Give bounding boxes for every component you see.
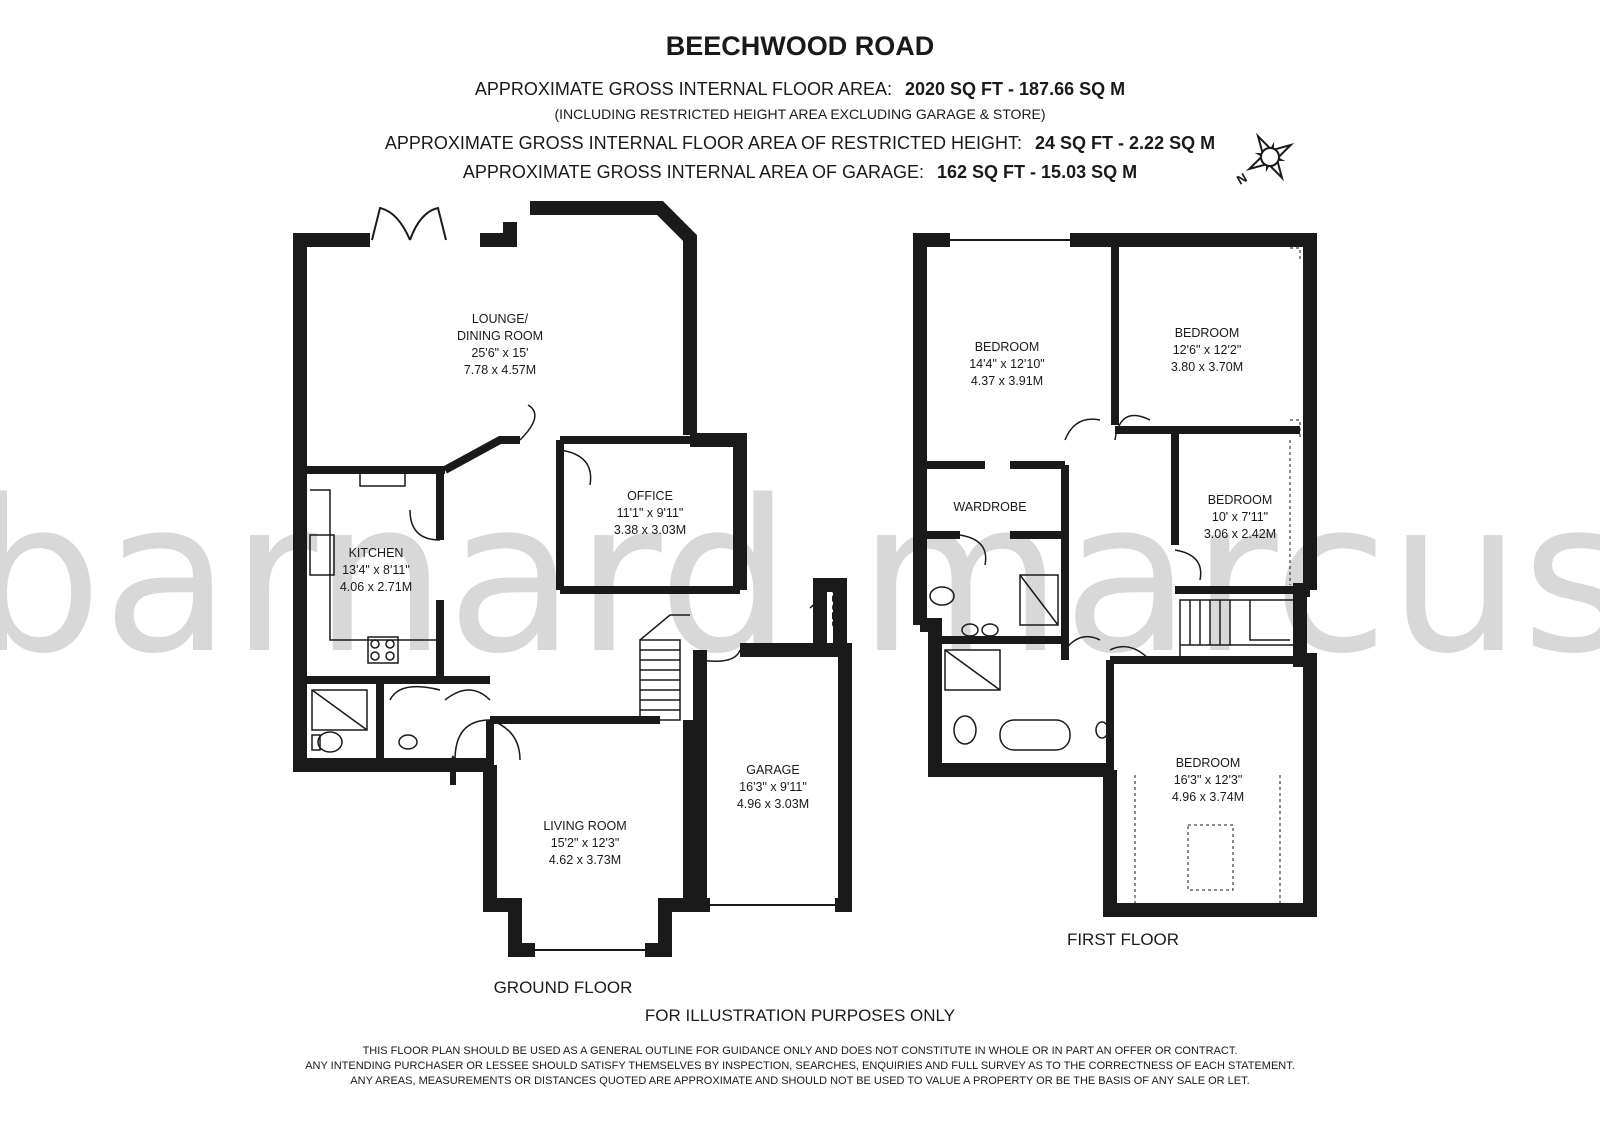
first-floor-stairs <box>1179 599 1296 661</box>
room-label-bedroom-1: BEDROOM <box>975 340 1040 354</box>
room-dims-lounge-metric: 7.78 x 4.57M <box>464 363 536 377</box>
garage-side-door <box>699 649 741 662</box>
illustration-note: FOR ILLUSTRATION PURPOSES ONLY <box>645 1006 955 1025</box>
room-label-living-room: LIVING ROOM <box>543 819 626 833</box>
plan-title: BEECHWOOD ROAD <box>666 31 935 61</box>
hall-walls <box>440 466 660 724</box>
lounge-windows <box>299 207 691 430</box>
garage-area-value: 162 SQ FT - 15.03 SQ M <box>937 162 1137 182</box>
office-door <box>559 449 592 486</box>
living-room-walls <box>483 720 697 957</box>
ground-stairs <box>639 614 690 721</box>
first-floor-windows <box>919 239 1311 850</box>
front-door-arrow-icon <box>444 755 462 785</box>
living-room-bay-window <box>514 915 666 951</box>
ground-floor-plan <box>293 201 852 957</box>
room-label-office: OFFICE <box>627 489 673 503</box>
room-dims-living-room-metric: 4.62 x 3.73M <box>549 853 621 867</box>
lounge-french-doors <box>371 206 447 241</box>
disclaimer-line-3: ANY AREAS, MEASUREMENTS OR DISTANCES QUO… <box>350 1075 1249 1087</box>
room-label-garage: GARAGE <box>746 763 800 777</box>
disclaimer-line-1: THIS FLOOR PLAN SHOULD BE USED AS A GENE… <box>363 1045 1238 1057</box>
room-label-kitchen: KITCHEN <box>349 546 404 560</box>
room-dims-garage-imperial: 16'3" x 9'11" <box>739 780 807 794</box>
room-label-lounge-2: DINING ROOM <box>457 329 543 343</box>
room-dims-bedroom-2-metric: 3.80 x 3.70M <box>1171 360 1243 374</box>
total-area-line: APPROXIMATE GROSS INTERNAL FLOOR AREA: 2… <box>475 79 1125 99</box>
restricted-area-value: 24 SQ FT - 2.22 SQ M <box>1035 133 1215 153</box>
restricted-height-lines <box>1134 247 1301 905</box>
hall-doors <box>444 689 521 761</box>
kitchen-walls <box>293 470 490 772</box>
lounge-door <box>519 404 536 441</box>
total-area-label: APPROXIMATE GROSS INTERNAL FLOOR AREA: <box>475 79 892 99</box>
room-dims-living-room-imperial: 15'2" x 12'3" <box>551 836 620 850</box>
room-dims-lounge-imperial: 25'6" x 15' <box>471 346 528 360</box>
office-walls <box>556 440 740 594</box>
restricted-area-label: APPROXIMATE GROSS INTERNAL FLOOR AREA OF… <box>385 133 1022 153</box>
compass-north-label: N <box>1234 170 1250 188</box>
ground-bathroom-fixtures <box>311 685 441 753</box>
first-floor-bathroom-fixtures <box>929 574 1109 751</box>
garage-walls <box>693 578 852 912</box>
room-dims-bedroom-2-imperial: 12'6" x 12'2" <box>1173 343 1242 357</box>
lounge-inner-walls <box>300 436 690 474</box>
room-dims-bedroom-1-imperial: 14'4" x 12'10" <box>969 357 1045 371</box>
kitchen-fixtures <box>309 471 441 664</box>
kitchen-inner-walls <box>300 470 444 765</box>
ground-floor-label: GROUND FLOOR <box>494 978 633 997</box>
room-dims-garage-metric: 4.96 x 3.03M <box>737 797 809 811</box>
room-label-wardrobe: WARDROBE <box>953 500 1026 514</box>
room-dims-bedroom-3-metric: 3.06 x 2.42M <box>1204 527 1276 541</box>
garage-area-line: APPROXIMATE GROSS INTERNAL AREA OF GARAG… <box>463 162 1137 182</box>
room-dims-kitchen-metric: 4.06 x 2.71M <box>340 580 412 594</box>
first-floor-doors <box>959 414 1202 661</box>
compass-icon: N <box>1234 132 1295 188</box>
total-area-value: 2020 SQ FT - 187.66 SQ M <box>905 79 1125 99</box>
first-floor-label: FIRST FLOOR <box>1067 930 1179 949</box>
watermark: barnard marcus <box>0 455 1600 700</box>
disclaimer-line-2: ANY INTENDING PURCHASER OR LESSEE SHOULD… <box>305 1060 1295 1072</box>
room-dims-bedroom-1-metric: 4.37 x 3.91M <box>971 374 1043 388</box>
room-dims-bedroom-3-imperial: 10' x 7'11" <box>1212 510 1268 524</box>
first-floor-room-labels: BEDROOM 14'4" x 12'10" 4.37 x 3.91M BEDR… <box>953 326 1276 949</box>
room-dims-bedroom-4-metric: 4.96 x 3.74M <box>1172 790 1244 804</box>
ground-floor-room-labels: LOUNGE/ DINING ROOM 25'6" x 15' 7.78 x 4… <box>340 312 844 997</box>
garage-area-label: APPROXIMATE GROSS INTERNAL AREA OF GARAG… <box>463 162 924 182</box>
room-label-bedroom-4: BEDROOM <box>1176 756 1241 770</box>
room-dims-bedroom-4-imperial: 16'3" x 12'3" <box>1174 773 1243 787</box>
room-label-store: STORE <box>830 585 844 628</box>
room-label-bedroom-2: BEDROOM <box>1175 326 1240 340</box>
restricted-area-line: APPROXIMATE GROSS INTERNAL FLOOR AREA OF… <box>385 133 1215 153</box>
room-dims-office-metric: 3.38 x 3.03M <box>614 523 686 537</box>
room-label-bedroom-3: BEDROOM <box>1208 493 1273 507</box>
first-floor-plan <box>913 233 1317 917</box>
room-dims-office-imperial: 11'1" x 9'11" <box>617 506 684 520</box>
area-note: (INCLUDING RESTRICTED HEIGHT AREA EXCLUD… <box>554 106 1045 122</box>
room-dims-kitchen-imperial: 13'4" x 8'11" <box>342 563 410 577</box>
room-label-lounge: LOUNGE/ <box>472 312 529 326</box>
